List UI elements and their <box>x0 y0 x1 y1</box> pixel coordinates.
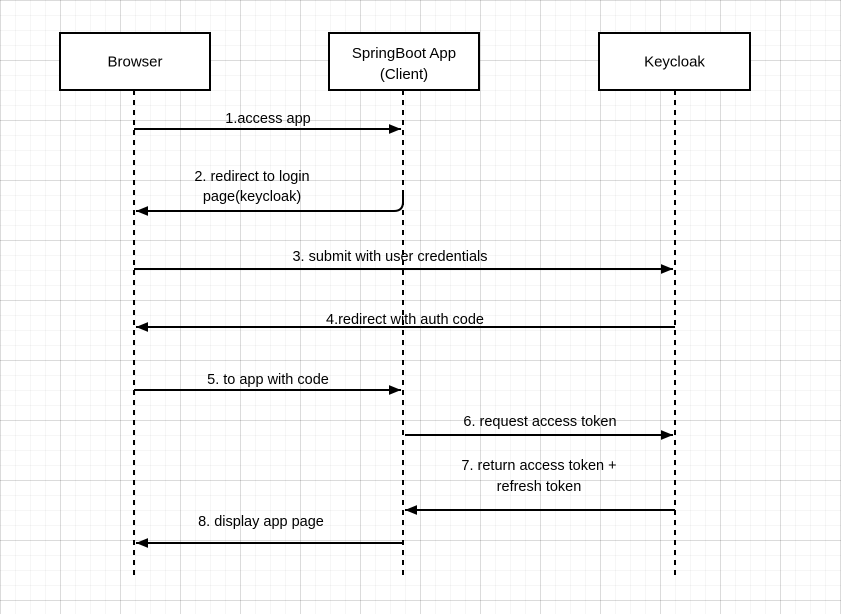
message-7-return-tokens[interactable]: 7. return access token + refresh token <box>405 458 675 515</box>
participant-box-springboot[interactable]: SpringBoot App (Client) <box>328 32 480 91</box>
message-1-label: 1.access app <box>225 111 310 127</box>
message-5-label: 5. to app with code <box>207 372 329 388</box>
message-4-redirect-auth-code[interactable]: 4.redirect with auth code <box>136 312 675 332</box>
message-1-access-app[interactable]: 1.access app <box>134 111 401 134</box>
message-3-submit-credentials[interactable]: 3. submit with user credentials <box>134 249 673 274</box>
participant-box-keycloak[interactable]: Keycloak <box>598 32 751 91</box>
message-6-label: 6. request access token <box>463 414 616 430</box>
message-2-label-line2: page(keycloak) <box>203 189 301 205</box>
message-7-label-line2: refresh token <box>497 479 582 495</box>
participant-label-browser: Browser <box>107 53 162 70</box>
message-8-label: 8. display app page <box>198 514 324 530</box>
message-4-label: 4.redirect with auth code <box>326 312 484 328</box>
message-2-arrow <box>136 195 404 216</box>
participant-label-springboot-line2: (Client) <box>380 66 428 83</box>
message-2-redirect-to-login[interactable]: 2. redirect to login page(keycloak) <box>136 169 404 216</box>
message-8-display-app-page[interactable]: 8. display app page <box>136 514 402 548</box>
participant-box-browser[interactable]: Browser <box>59 32 211 91</box>
participant-label-keycloak: Keycloak <box>644 53 705 70</box>
lifelines-group <box>133 90 676 580</box>
message-5-to-app-with-code[interactable]: 5. to app with code <box>134 372 401 395</box>
message-2-label: 2. redirect to login <box>194 169 309 185</box>
message-3-label: 3. submit with user credentials <box>292 249 487 265</box>
message-6-request-access-token[interactable]: 6. request access token <box>405 414 673 440</box>
message-7-label: 7. return access token + <box>461 458 616 474</box>
participant-label-springboot: SpringBoot App <box>352 45 456 62</box>
